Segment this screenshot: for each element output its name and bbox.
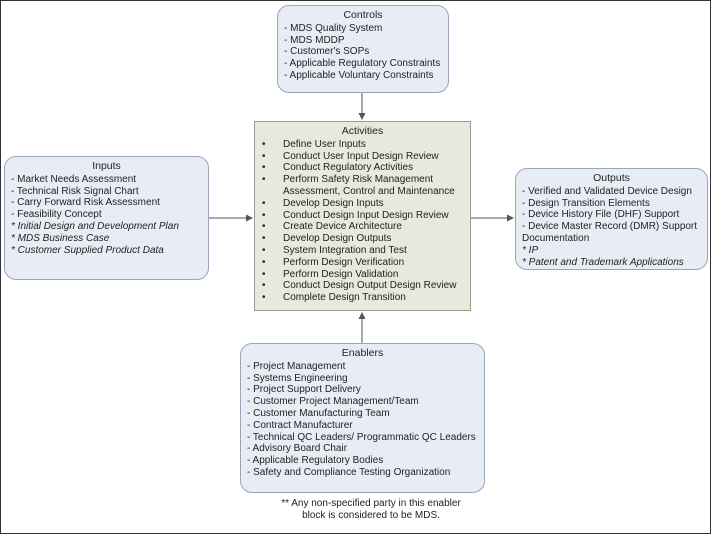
bullet-icon: • [262,233,266,245]
inputs-box: Inputs - Market Needs Assessment - Techn… [4,156,209,280]
activity-label: Create Device Architecture [283,221,402,233]
activities-box: Activities • Define User Inputs • Conduct … [254,121,471,311]
list-item: - Applicable Voluntary Constraints [284,69,434,81]
activities-list: • Define User Inputs • Conduct User Input … [259,139,466,304]
controls-title: Controls [343,9,383,21]
list-item: - Technical QC Leaders/ Programmatic QC … [247,431,476,443]
list-item: - Device Master Record (DMR) Support Doc… [522,221,698,244]
enabler-footnote: ** Any non-specified party in this enabl… [256,498,486,522]
bullet-icon: • [262,268,266,280]
footnote-line: ** Any non-specified party in this enabl… [281,498,461,509]
activities-title: Activities [341,125,384,137]
list-item: - Design Transition Elements [522,197,650,209]
list-item: * MDS Business Case [11,232,110,244]
activity-label: Conduct Design Input Design Review [283,209,449,221]
list-item: • Complete Design Transition [259,292,466,304]
activity-label: System Integration and Test [283,244,407,256]
bullet-icon: • [262,138,266,150]
list-item: - Project Support Delivery [247,384,361,396]
list-item: - Verified and Validated Device Design [522,185,692,197]
outputs-list: - Verified and Validated Device Design -… [522,186,701,269]
activity-label: Develop Design Outputs [283,233,392,245]
list-item: - Device History File (DHF) Support [522,209,680,221]
activity-label: Conduct Design Output Design Review [283,280,457,292]
enablers-list: - Project Management - Systems Engineeri… [247,361,478,479]
outputs-title: Outputs [593,172,630,184]
list-item: - Project Management [247,360,346,372]
list-item: • Define User Inputs [259,139,466,151]
inputs-title: Inputs [92,160,121,172]
list-item: * Patent and Trademark Applications [522,256,684,268]
list-item: - Customer Manufacturing Team [247,407,390,419]
list-item: • Conduct User Input Design Review [259,151,466,163]
bullet-icon: • [262,209,266,221]
list-item: • Perform Design Verification [259,257,466,269]
list-item: - Safety and Compliance Testing Organiza… [247,466,451,478]
bullet-icon: • [262,292,266,304]
activity-label: Perform Safety Risk Management Assessmen… [283,174,455,197]
bullet-icon: • [262,221,266,233]
bullet-icon: • [262,280,266,292]
list-item: - Customer's SOPs [284,46,370,58]
list-item: * Initial Design and Development Plan [11,220,179,232]
list-item: • Create Device Architecture [259,221,466,233]
list-item: • Develop Design Outputs [259,233,466,245]
list-item: - Feasibility Concept [11,209,102,221]
list-item: - Contract Manufacturer [247,419,353,431]
controls-box: Controls - MDS Quality System - MDS MDDP… [277,5,449,93]
list-item: - MDS MDDP [284,34,345,46]
list-item: - Market Needs Assessment [11,173,137,185]
list-item: • System Integration and Test [259,245,466,257]
activity-label: Define User Inputs [283,138,366,150]
list-item: * IP [522,244,539,256]
bullet-icon: • [262,256,266,268]
list-item: • Conduct Design Output Design Review [259,280,466,292]
activity-label: Perform Design Validation [283,268,399,280]
list-item: - Customer Project Management/Team [247,396,419,408]
activity-label: Perform Design Verification [283,256,405,268]
list-item: - Carry Forward Risk Assessment [11,197,160,209]
enablers-box: Enablers - Project Management - Systems … [240,343,485,493]
bullet-icon: • [262,162,266,174]
activity-label: Develop Design Inputs [283,197,384,209]
list-item: - MDS Quality System [284,22,383,34]
list-item: - Applicable Regulatory Constraints [284,58,441,70]
list-item: - Applicable Regulatory Bodies [247,455,384,467]
list-item: • Develop Design Inputs [259,198,466,210]
list-item: • Perform Safety Risk Management Assessme… [259,174,466,198]
controls-list: - MDS Quality System - MDS MDDP - Custom… [284,23,442,82]
activity-label: Complete Design Transition [283,292,406,304]
enablers-title: Enablers [341,347,384,359]
bullet-icon: • [262,197,266,209]
bullet-icon: • [262,150,266,162]
bullet-icon: • [262,174,266,186]
activity-label: Conduct Regulatory Activities [283,162,414,174]
list-item: * Customer Supplied Product Data [11,244,164,256]
list-item: • Perform Design Validation [259,269,466,281]
list-item: - Technical Risk Signal Chart [11,185,139,197]
bullet-icon: • [262,244,266,256]
list-item: • Conduct Design Input Design Review [259,210,466,222]
list-item: - Advisory Board Chair [247,443,348,455]
inputs-list: - Market Needs Assessment - Technical Ri… [11,174,202,257]
list-item: • Conduct Regulatory Activities [259,162,466,174]
outputs-box: Outputs - Verified and Validated Device … [515,168,708,270]
footnote-line: block is considered to be MDS. [302,510,440,521]
list-item: - Systems Engineering [247,372,348,384]
activity-label: Conduct User Input Design Review [283,150,439,162]
